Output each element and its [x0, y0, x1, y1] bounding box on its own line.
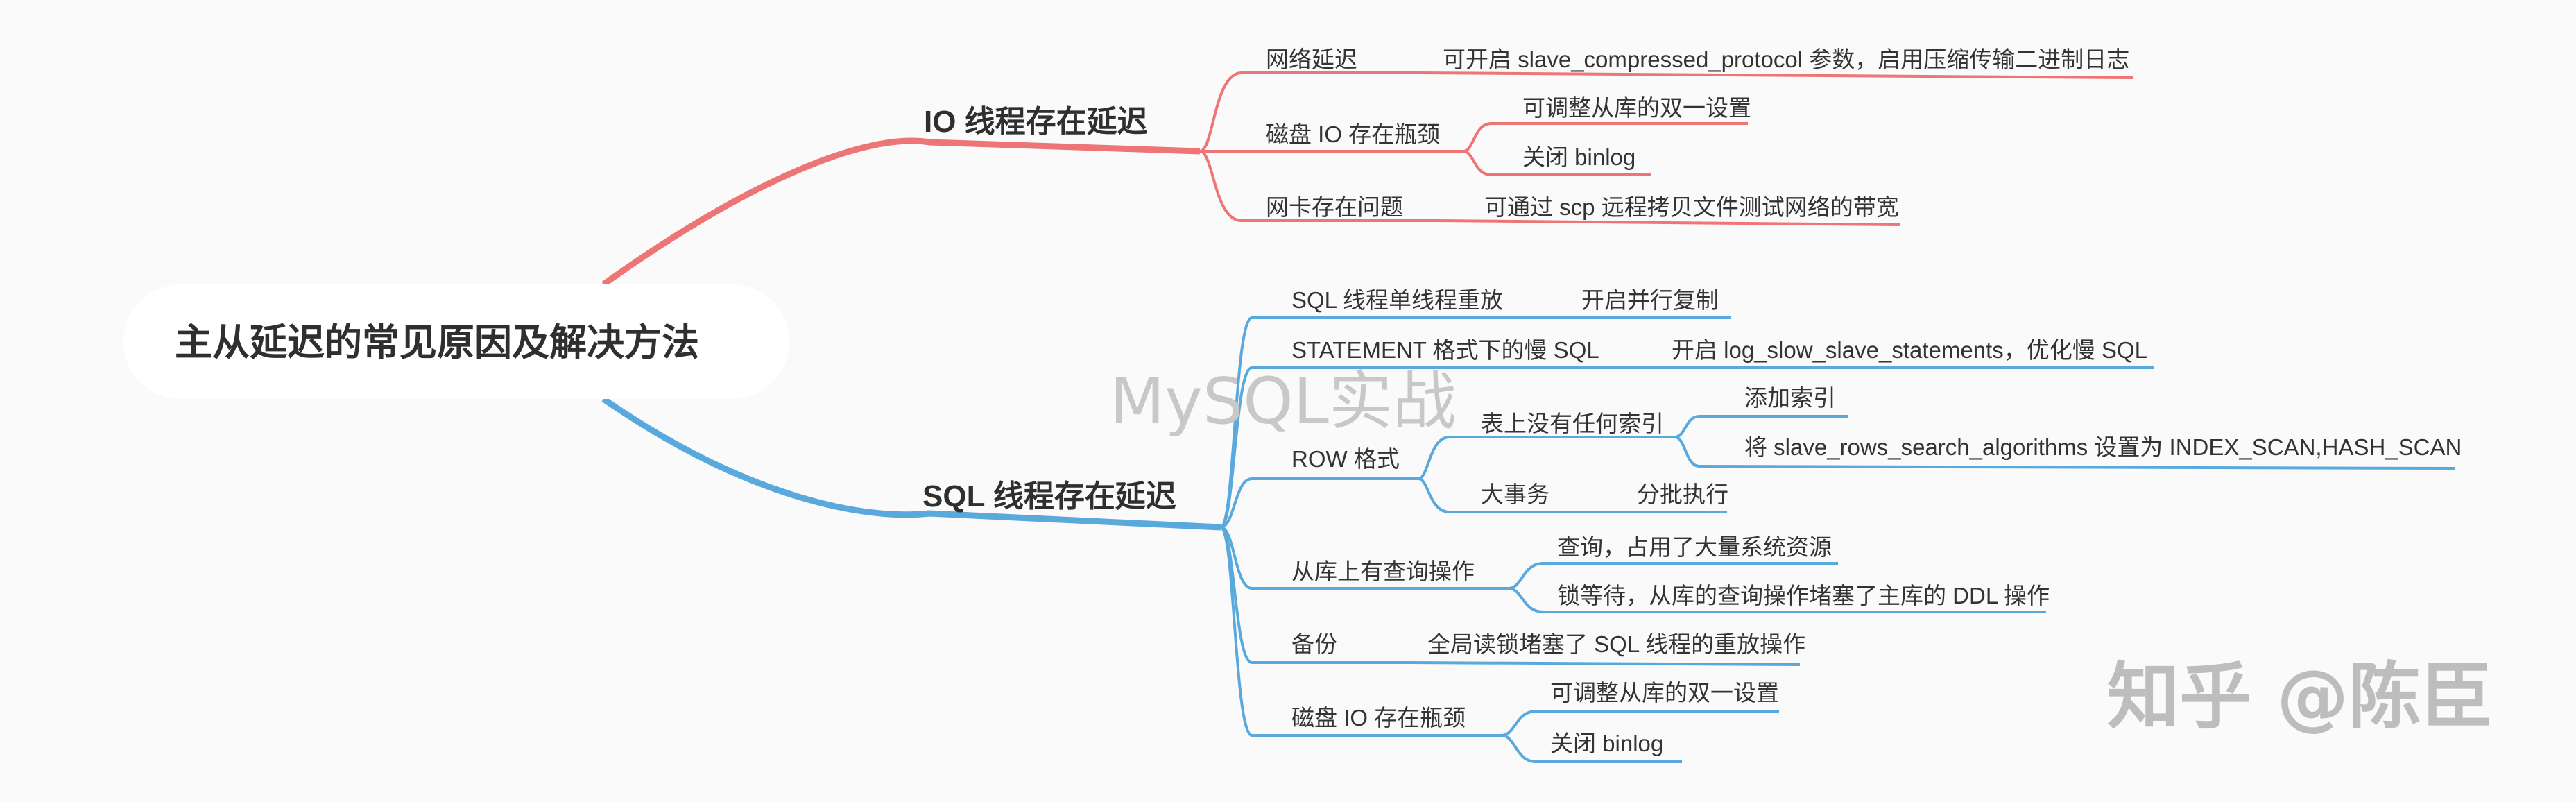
connector-io-disk-c2	[1463, 150, 1651, 176]
sql-single-thread-solution: 开启并行复制	[1581, 287, 1719, 313]
connector-sql-3	[1220, 477, 1418, 529]
io-disk-solution-2: 关闭 binlog	[1522, 144, 1635, 170]
sql-row-big-transaction: 大事务	[1481, 481, 1549, 507]
connector-io-net	[1199, 71, 1418, 153]
connector-root-sql	[601, 396, 1221, 531]
connector-disk2-c1	[1501, 710, 1779, 737]
io-disk-solution-1: 可调整从库的双一设置	[1522, 95, 1751, 121]
sql-backup-cause: 全局读锁堵塞了 SQL 线程的重放操作	[1427, 631, 1805, 657]
sql-item-row-format: ROW 格式	[1291, 446, 1400, 472]
sql-statement-solution: 开启 log_slow_slave_statements，优化慢 SQL	[1672, 337, 2147, 363]
sql-item-replica-query: 从库上有查询操作	[1291, 558, 1475, 584]
watermark-corner: 知乎 @陈臣	[2107, 654, 2493, 739]
sql-item-statement-slow: STATEMENT 格式下的慢 SQL	[1291, 337, 1599, 363]
io-item-disk-bottleneck: 磁盘 IO 存在瓶颈	[1266, 121, 1440, 147]
sql-row-no-index: 表上没有任何索引	[1481, 411, 1664, 436]
connector-query-c1	[1508, 562, 1838, 590]
sql-no-index-solution-2: 将 slave_rows_search_algorithms 设置为 INDEX…	[1744, 434, 2462, 460]
connector-backup-child	[1407, 661, 1801, 666]
connector-row-idx	[1418, 436, 1675, 480]
sql-disk-solution-1: 可调整从库的双一设置	[1550, 680, 1779, 706]
connector-io-nic	[1199, 150, 1436, 222]
root-node-box	[123, 284, 789, 399]
connector-disk2-c2	[1501, 734, 1682, 763]
io-item-nic-issue: 网卡存在问题	[1266, 194, 1403, 220]
connector-io-nic-child	[1435, 219, 1901, 226]
connector-sql-2	[1219, 366, 1644, 529]
watermark-center: MySQL实战	[1110, 364, 1457, 438]
sql-item-single-thread: SQL 线程单线程重放	[1291, 287, 1503, 313]
sql-big-transaction-solution: 分批执行	[1637, 481, 1728, 507]
io-branch-label: IO 线程存在延迟	[924, 105, 1148, 139]
sql-no-index-solution-1: 添加索引	[1744, 385, 1836, 411]
sql-branch-label: SQL 线程存在延迟	[922, 479, 1176, 513]
connector-query-c2	[1508, 587, 2046, 613]
sql-disk-solution-2: 关闭 binlog	[1550, 731, 1663, 756]
sql-replica-query-cause-2: 锁等待，从库的查询操作堵塞了主库的 DDL 操作	[1557, 583, 2050, 608]
connector-io-net-child	[1418, 71, 2133, 79]
connector-io-disk-c1	[1463, 122, 1748, 153]
sql-item-disk-bottleneck: 磁盘 IO 存在瓶颈	[1291, 705, 1466, 731]
connector-root-io	[601, 137, 1201, 287]
root-title: 主从延迟的常见原因及解决方法	[175, 322, 699, 364]
connector-sql-6	[1219, 526, 1502, 737]
sql-replica-query-cause-1: 查询，占用了大量系统资源	[1557, 534, 1832, 560]
io-network-solution: 可开启 slave_compressed_protocol 参数，启用压缩传输二…	[1443, 46, 2129, 72]
io-nic-solution: 可通过 scp 远程拷贝文件测试网络的带宽	[1484, 194, 1899, 220]
io-item-network-delay: 网络延迟	[1266, 46, 1357, 72]
connector-row-tx	[1418, 477, 1727, 513]
connector-idx-c2	[1674, 436, 2456, 470]
connector-idx-c1	[1674, 415, 1848, 438]
sql-item-backup: 备份	[1291, 631, 1337, 657]
